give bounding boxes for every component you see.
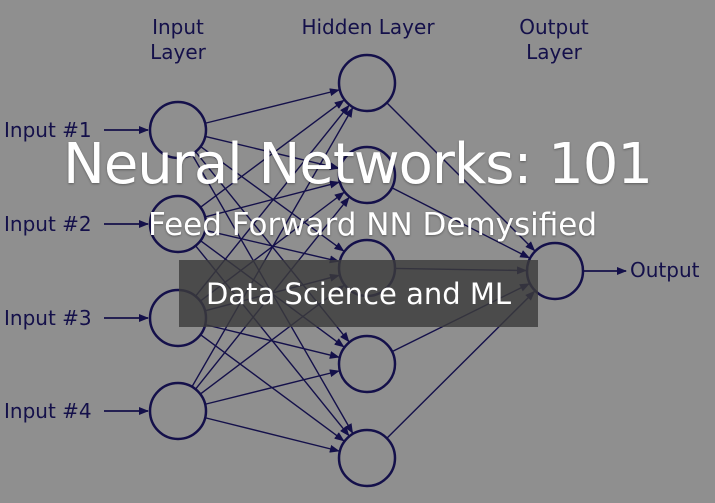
hidden-node-5 [337,428,397,488]
input-layer-label-line2: Layer [150,40,207,64]
input-node-4 [148,381,208,441]
connection-edge [204,180,340,218]
connection-edge [205,369,340,405]
output-layer-label-line2: Layer [526,40,583,64]
input-arrows [104,126,149,415]
hidden-node-2 [337,145,397,205]
input-label-3: Input #3 [4,306,92,330]
connection-edge [205,88,340,124]
hidden-node-4 [337,334,397,394]
connection-edge [200,99,345,208]
hidden-layer-label: Hidden Layer [301,15,435,39]
hidden-node-1 [337,53,397,113]
connection-edge [205,135,340,171]
output-label: Output [630,258,700,282]
input-label-1: Input #1 [4,118,92,142]
page-subtitle: Feed Forward NN Demysified [147,207,598,243]
input-label-4: Input #4 [4,399,92,423]
input-node-2 [148,194,208,254]
connection-edge [205,323,340,359]
connection-edge [391,187,531,259]
output-layer-label-line1: Output [519,15,589,39]
input-node-1 [148,100,208,160]
category-tag-label: Data Science and ML [205,276,512,311]
connection-edge [205,417,340,453]
input-layer-label-line1: Input [152,15,204,39]
connection-edge [205,229,340,264]
connection-edge [386,102,536,252]
input-label-2: Input #2 [4,212,92,236]
page-title: Neural Networks: 101 [62,132,653,197]
connection-edge [191,107,354,388]
category-tag: Data Science and ML [179,260,538,327]
